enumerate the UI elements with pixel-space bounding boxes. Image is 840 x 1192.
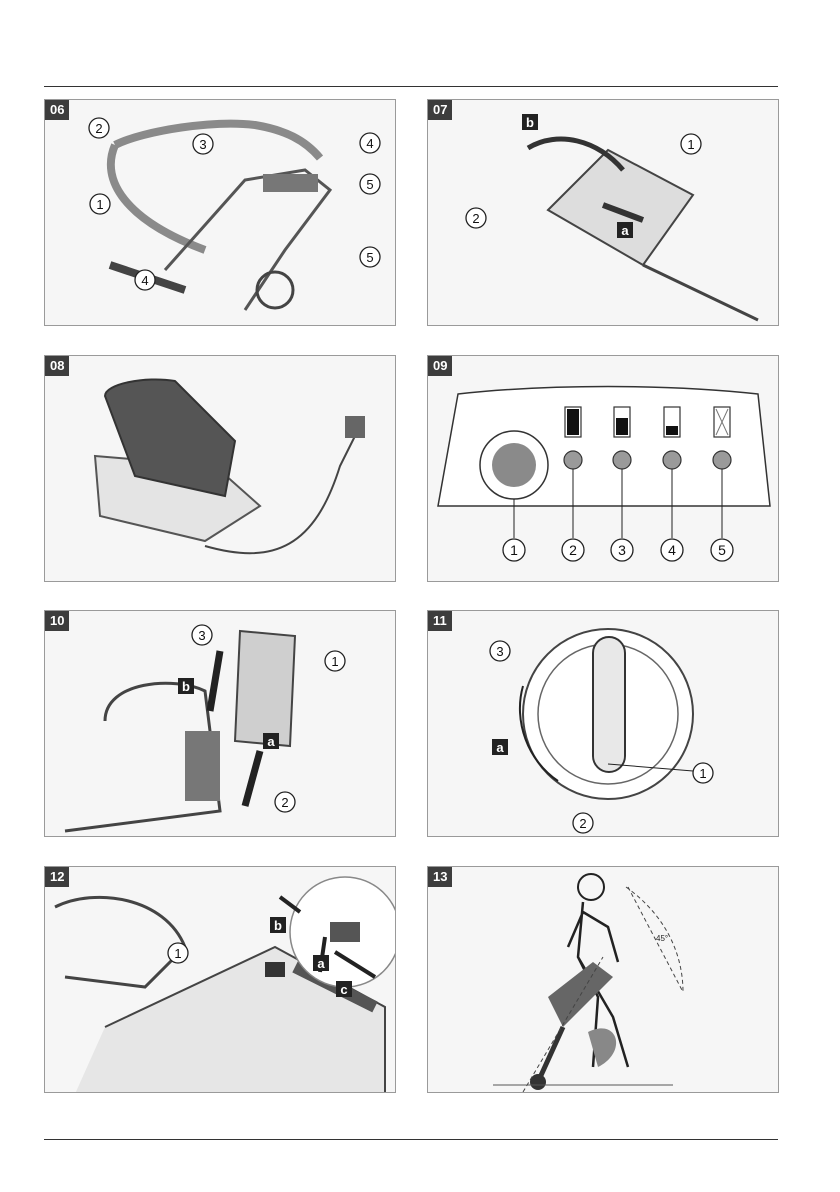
callout-3: 3 <box>618 542 626 558</box>
figure-12: 12 1 b a c <box>44 866 396 1093</box>
figure-number: 06 <box>45 100 69 120</box>
battery-remove-illustration: 1 2 b a <box>428 100 779 326</box>
letter-b: b <box>526 115 534 130</box>
callout-2: 2 <box>472 211 479 226</box>
callout-3: 3 <box>199 137 206 152</box>
figure-number: 08 <box>45 356 69 376</box>
header-rule <box>44 86 778 87</box>
figure-number: 12 <box>45 867 69 887</box>
figure-13: 13 45° <box>427 866 779 1093</box>
callout-5: 5 <box>366 177 373 192</box>
figure-07: 07 1 2 b a <box>427 99 779 326</box>
callout-1: 1 <box>331 654 338 669</box>
letter-c: c <box>340 982 347 997</box>
callout-2: 2 <box>579 816 586 831</box>
letter-a: a <box>621 223 629 238</box>
callout-1: 1 <box>174 946 181 961</box>
speed-dial-illustration: 3 1 2 a <box>428 611 779 837</box>
figure-number: 11 <box>428 611 452 631</box>
figure-number: 07 <box>428 100 452 120</box>
figure-number: 09 <box>428 356 452 376</box>
letter-a: a <box>267 734 275 749</box>
callout-3: 3 <box>198 628 205 643</box>
callout-1: 1 <box>699 766 706 781</box>
callout-1: 1 <box>96 197 103 212</box>
callout-3: 3 <box>496 644 503 659</box>
figure-11: 11 3 1 2 a <box>427 610 779 837</box>
figure-06: 06 2 3 1 4 4 5 5 <box>44 99 396 326</box>
callout-4: 4 <box>668 542 676 558</box>
shoulder-strap-illustration: 2 3 1 4 4 5 5 <box>45 100 396 326</box>
callout-1: 1 <box>510 542 518 558</box>
battery-charger-illustration <box>45 356 396 582</box>
charge-indicator-illustration: 1 2 3 4 5 <box>428 356 779 582</box>
footer-rule <box>44 1139 778 1140</box>
callout-5: 5 <box>718 542 726 558</box>
battery-insert-illustration: 3 1 2 b a <box>45 611 396 837</box>
callout-5: 5 <box>366 250 373 265</box>
letter-a: a <box>317 956 325 971</box>
callout-2: 2 <box>569 542 577 558</box>
figure-10: 10 3 1 2 b a <box>44 610 396 837</box>
figure-number: 13 <box>428 867 452 887</box>
operating-position-illustration: 45° <box>428 867 779 1093</box>
letter-b: b <box>274 918 282 933</box>
callout-4: 4 <box>141 273 148 288</box>
callout-2: 2 <box>95 121 102 136</box>
on-off-switch-illustration: 1 b a c <box>45 867 396 1093</box>
letter-b: b <box>182 679 190 694</box>
figure-09: 09 1 2 3 <box>427 355 779 582</box>
callout-4: 4 <box>366 136 373 151</box>
letter-a: a <box>496 740 504 755</box>
figure-08: 08 <box>44 355 396 582</box>
callout-2: 2 <box>281 795 288 810</box>
angle-label: 45° <box>656 934 668 943</box>
callout-1: 1 <box>687 137 694 152</box>
figure-number: 10 <box>45 611 69 631</box>
